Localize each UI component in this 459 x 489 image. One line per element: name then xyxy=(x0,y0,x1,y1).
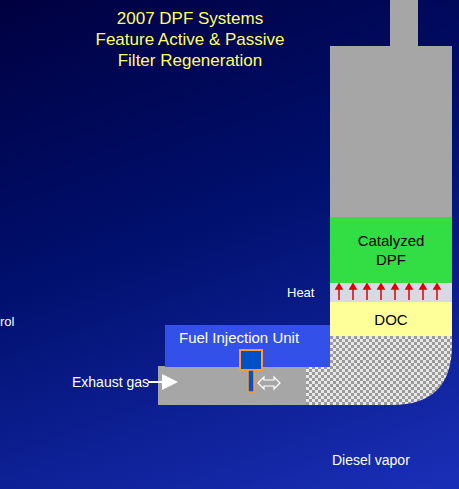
flow-label: Exhaust gas xyxy=(72,374,149,390)
injector-nozzle xyxy=(248,370,254,392)
cut-off-text: rol xyxy=(0,314,14,329)
box-text: Fuel Injection Unit xyxy=(179,328,322,347)
spray-symbol xyxy=(258,377,280,389)
dpf-box: Catalyzed DPF xyxy=(330,217,452,283)
heat-band xyxy=(330,283,452,302)
flow-arrow xyxy=(148,381,176,383)
vapor-label: Diesel vapor xyxy=(332,452,410,468)
intake-pipe xyxy=(158,366,306,405)
box-text: DOC xyxy=(338,310,444,329)
stack-shell xyxy=(330,46,452,217)
injection-unit-box: Fuel Injection Unit xyxy=(165,325,330,367)
doc-box: DOC xyxy=(330,302,452,336)
heat-arrows xyxy=(336,284,440,300)
heat-label: Heat xyxy=(287,285,314,300)
slide-title: 2007 DPF Systems Feature Active & Passiv… xyxy=(92,8,288,71)
stack-pipe xyxy=(390,0,418,50)
box-text: Catalyzed DPF xyxy=(342,231,440,269)
